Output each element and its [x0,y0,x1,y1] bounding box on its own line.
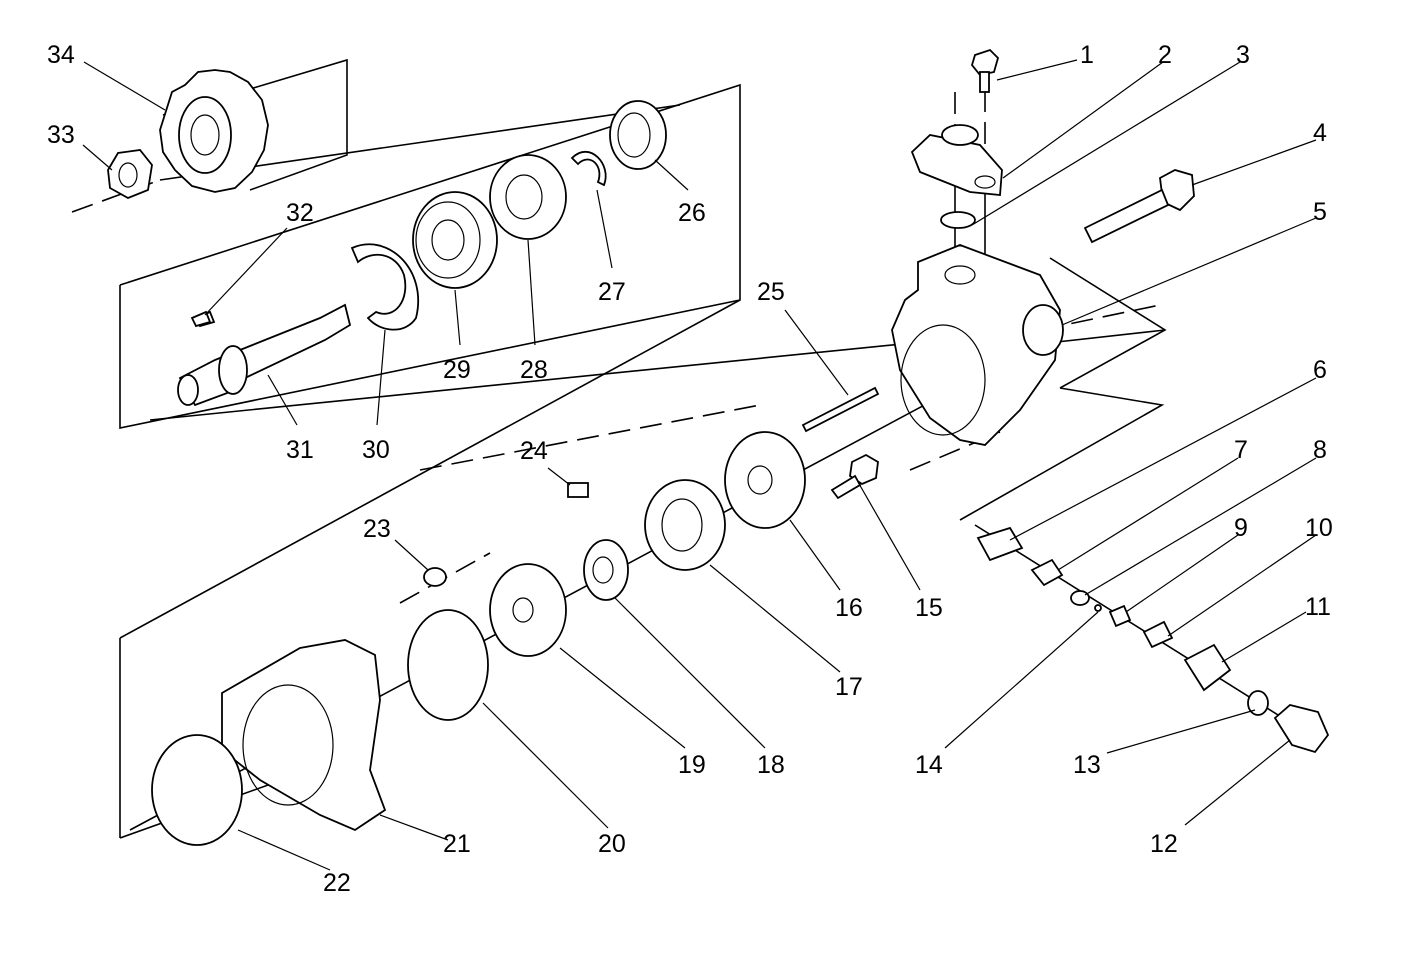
callout-7: 7 [1234,436,1248,464]
callout-2: 2 [1158,41,1172,69]
part-10-spring [1142,620,1174,649]
callout-27: 27 [598,278,626,306]
part-17-cam-ring [644,479,726,571]
callout-16: 16 [835,594,863,622]
part-30-snap-ring [350,243,419,331]
callout-18: 18 [757,751,785,779]
part-8-washer [1070,590,1090,606]
callout-22: 22 [323,869,351,897]
part-7-valve [1030,558,1064,587]
part-2-bracket [910,124,1003,196]
part-6-spring [976,526,1024,562]
part-1-bolt [971,48,1000,93]
part-33-nut [107,149,153,199]
part-3-o-ring [940,211,976,229]
part-16-plate [724,431,806,529]
callout-32: 32 [286,199,314,227]
part-9-seat [1108,604,1132,628]
part-20-o-ring [407,609,489,721]
part-5-pump-housing [891,244,1064,446]
part-32-key [190,310,212,328]
callout-25: 25 [757,278,785,306]
callout-34: 34 [47,41,75,69]
callout-15: 15 [915,594,943,622]
callout-29: 29 [443,356,471,384]
callout-labels: 1 2 3 4 5 6 7 8 9 10 11 12 13 14 15 16 1… [47,41,1333,897]
callout-28: 28 [520,356,548,384]
part-14-check-ball [1094,604,1102,612]
callout-1: 1 [1080,41,1094,69]
part-22-o-ring [151,734,243,846]
callout-4: 4 [1313,119,1327,147]
part-24-vane [567,482,589,498]
part-13-washer [1247,690,1269,716]
callout-9: 9 [1234,514,1248,542]
part-21-end-cover [221,639,387,832]
callout-6: 6 [1313,356,1327,384]
callout-8: 8 [1313,436,1327,464]
callout-5: 5 [1313,198,1327,226]
callout-3: 3 [1236,41,1250,69]
part-19-pressure-plate [489,563,567,657]
leader-lines [82,59,1317,871]
part-25-pin [801,386,880,433]
part-34-gear [159,69,269,193]
callout-13: 13 [1073,751,1101,779]
part-27-retaining-ring [570,150,607,187]
callout-30: 30 [362,436,390,464]
callout-21: 21 [443,830,471,858]
callout-12: 12 [1150,830,1178,858]
callout-19: 19 [678,751,706,779]
part-29-bearing [412,191,498,289]
callout-20: 20 [598,830,626,858]
callout-24: 24 [520,437,548,465]
callout-17: 17 [835,673,863,701]
callout-31: 31 [286,436,314,464]
callout-11: 11 [1305,593,1331,621]
part-4-bolt [1083,169,1195,244]
callout-33: 33 [47,121,75,149]
part-26-seal [609,100,667,170]
part-23-o-ring [423,567,447,587]
callout-10: 10 [1305,514,1333,542]
callout-14: 14 [915,751,943,779]
part-15-bolt [830,453,879,500]
part-28-washer [489,154,567,240]
callout-26: 26 [678,199,706,227]
part-12-plug [1273,704,1330,754]
part-11-fitting [1183,643,1232,692]
callout-23: 23 [363,515,391,543]
part-18-rotor [583,539,629,601]
